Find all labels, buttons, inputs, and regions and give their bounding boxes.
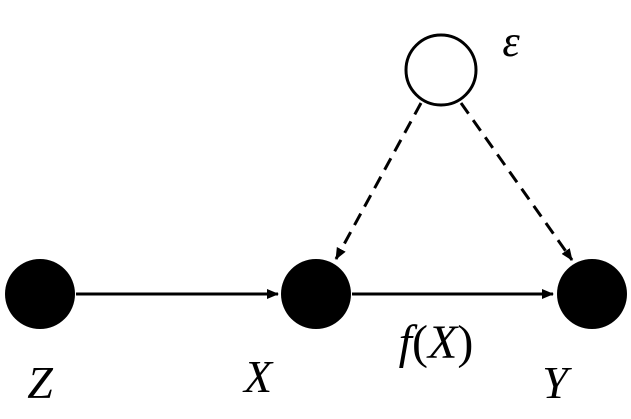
label-y: Y	[542, 357, 572, 408]
edge-epsilon-to-y	[459, 102, 574, 261]
label-z: Z	[27, 357, 53, 408]
node-x	[281, 259, 351, 329]
node-epsilon	[404, 33, 478, 107]
node-y	[557, 259, 627, 329]
edge-label-close-paren: )	[457, 316, 473, 369]
edge-label-open-paren: (	[412, 316, 428, 369]
edge-epsilon-to-x	[334, 102, 423, 260]
edge-label-x: X	[426, 316, 459, 369]
label-epsilon: ε	[502, 17, 520, 66]
node-z	[5, 259, 75, 329]
edge-label-fx: f(X)	[399, 316, 474, 369]
label-x: X	[242, 351, 274, 402]
